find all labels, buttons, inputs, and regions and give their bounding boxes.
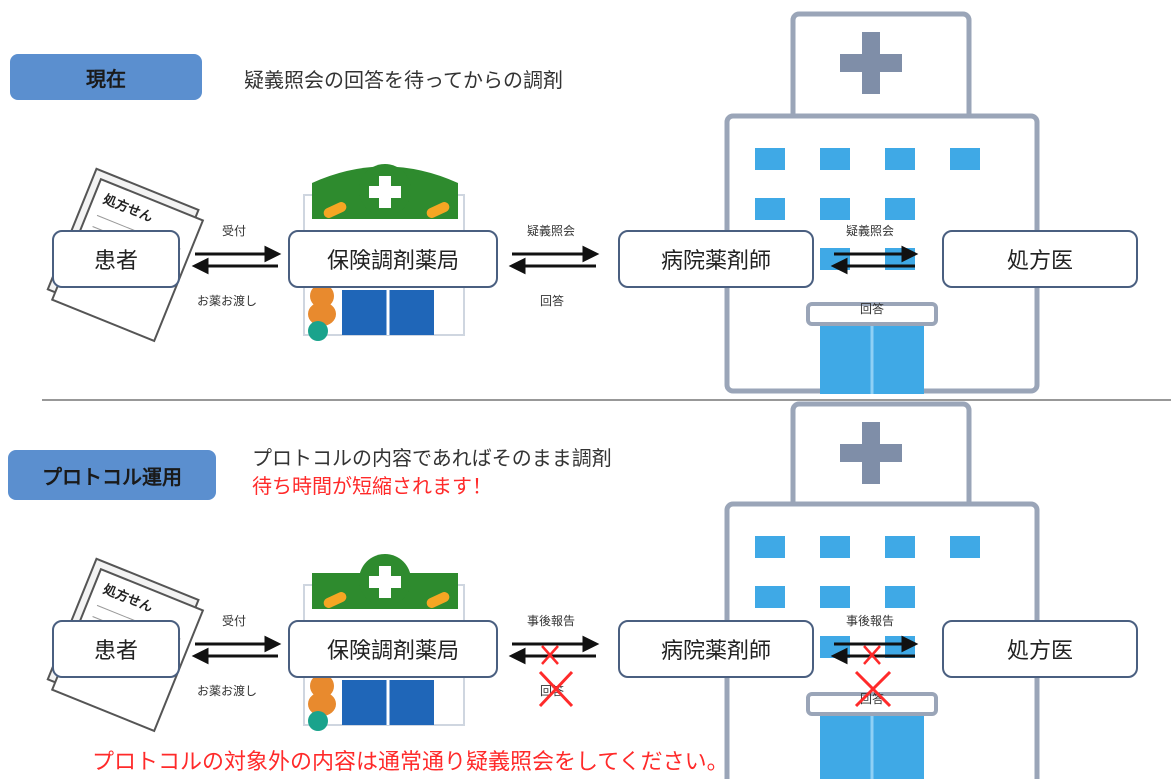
- section-tag-protocol: プロトコル運用: [8, 450, 216, 500]
- arrows-pharmacy-hospital-bottom: [508, 635, 600, 665]
- node-label: 病院薬剤師: [660, 249, 771, 274]
- current-heading: 疑義照会の回答を待ってからの調剤: [244, 68, 563, 92]
- label-answer-bottom-1: 回答: [540, 684, 565, 698]
- node-patient-top: 患者: [52, 230, 180, 288]
- node-label: 保険調剤薬局: [326, 249, 459, 274]
- hospital-building-bottom: [724, 401, 1040, 779]
- section-tag-current: 現在: [10, 54, 202, 100]
- protocol-highlight: 待ち時間が短縮されます！: [252, 474, 492, 498]
- label-reception-bottom: 受付: [222, 614, 247, 628]
- label-reception-top: 受付: [222, 224, 247, 238]
- label-report-bottom-2: 事後報告: [846, 614, 895, 628]
- arrows-patient-pharmacy-bottom: [191, 635, 282, 665]
- node-doctor-top: 処方医: [942, 230, 1138, 288]
- node-label: 患者: [93, 639, 138, 664]
- arrows-pharmacy-hospital-top: [508, 245, 600, 275]
- label-answer-top-1: 回答: [540, 294, 565, 308]
- node-label: 処方医: [1006, 639, 1073, 664]
- label-inquiry-top-1: 疑義照会: [527, 224, 576, 238]
- node-doctor-bottom: 処方医: [942, 620, 1138, 678]
- node-label: 病院薬剤師: [660, 639, 771, 664]
- node-patient-bottom: 患者: [52, 620, 180, 678]
- arrows-patient-pharmacy-top: [191, 245, 282, 275]
- label-answer-bottom-2: 回答: [860, 692, 885, 706]
- label-answer-top-2: 回答: [860, 302, 885, 316]
- label-handover-bottom: お薬お渡し: [197, 684, 258, 698]
- node-hospital-pharmacist-bottom: 病院薬剤師: [618, 620, 814, 678]
- node-label: 保険調剤薬局: [326, 639, 459, 664]
- label-report-bottom-1: 事後報告: [527, 614, 576, 628]
- tag-label: プロトコル運用: [42, 464, 182, 489]
- protocol-footer-note: プロトコルの対象外の内容は通常通り疑義照会をしてください。: [92, 750, 729, 775]
- node-hospital-pharmacist-top: 病院薬剤師: [618, 230, 814, 288]
- hospital-building-top: [724, 11, 1040, 394]
- node-label: 患者: [93, 249, 138, 274]
- node-label: 処方医: [1006, 249, 1073, 274]
- node-pharmacy-top: 保険調剤薬局: [288, 230, 498, 288]
- arrows-pharmacist-doctor-top: [830, 245, 919, 275]
- tag-label: 現在: [86, 66, 126, 91]
- label-handover-top: お薬お渡し: [197, 294, 258, 308]
- protocol-heading: プロトコルの内容であればそのまま調剤: [252, 446, 612, 470]
- node-pharmacy-bottom: 保険調剤薬局: [288, 620, 498, 678]
- label-inquiry-top-2: 疑義照会: [846, 224, 895, 238]
